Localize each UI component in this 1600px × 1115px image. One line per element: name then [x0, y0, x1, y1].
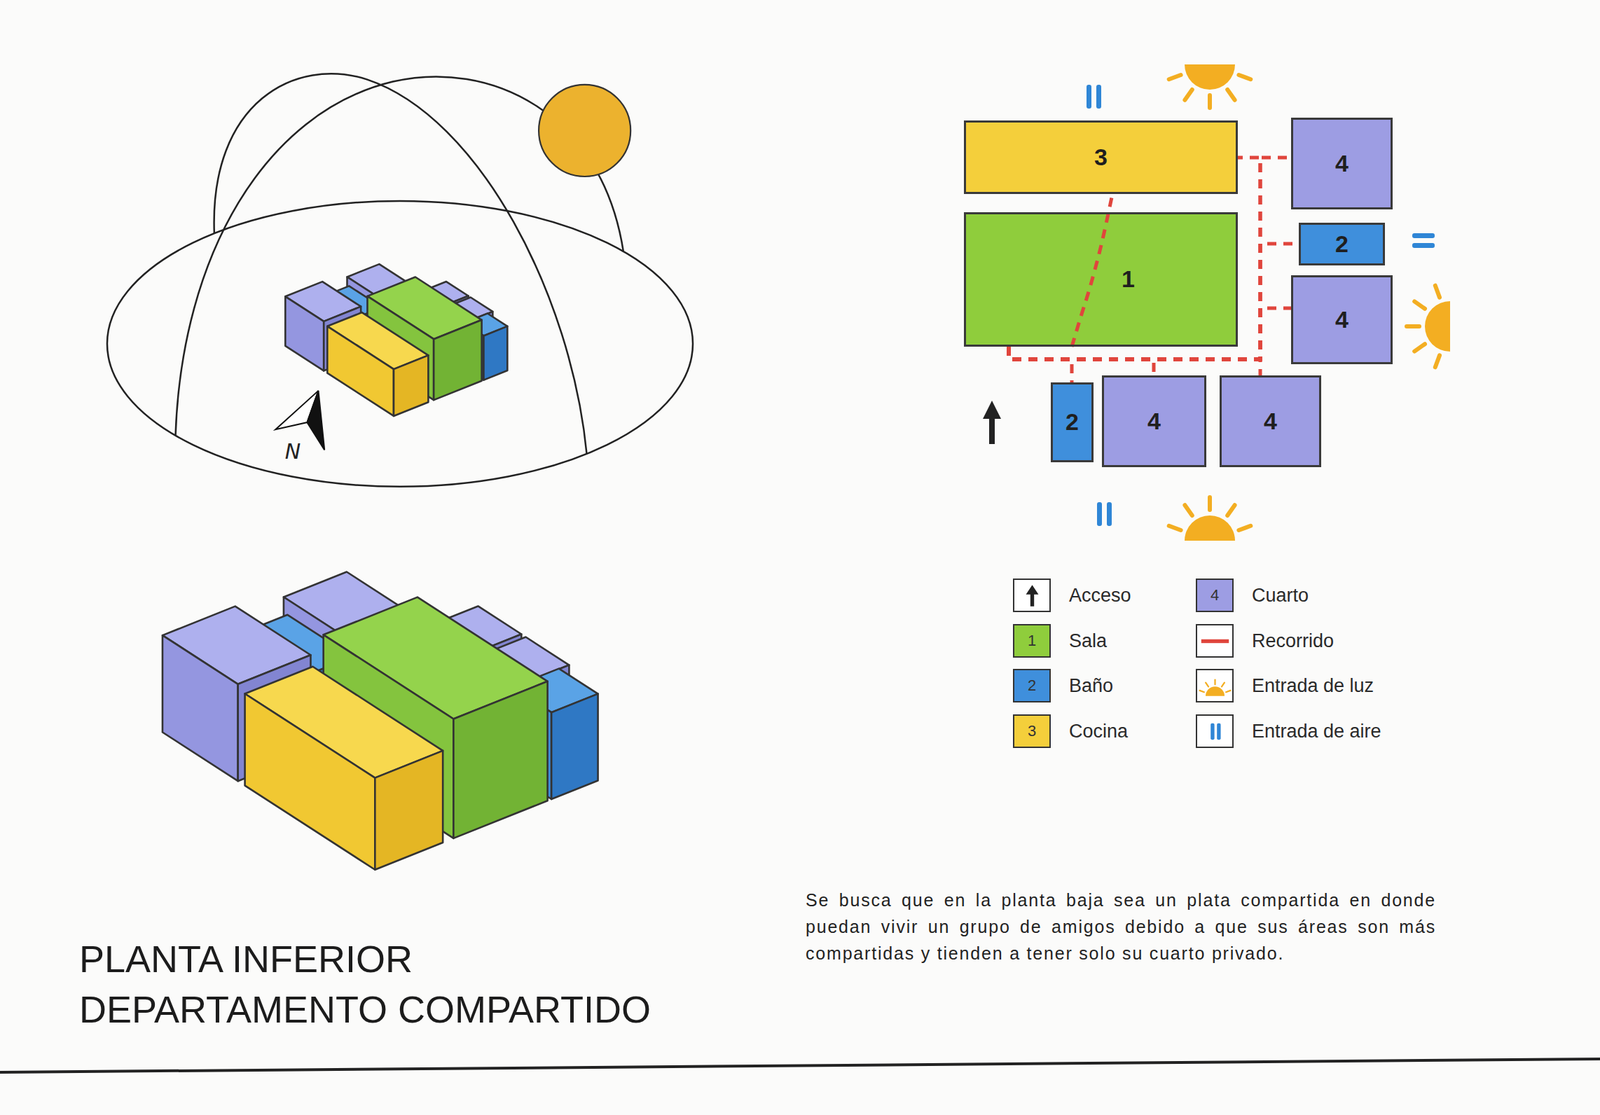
air-sample	[1197, 716, 1233, 747]
line-sample	[1197, 626, 1233, 657]
legend-row: 3 Cocina	[1012, 714, 1128, 749]
route-lines	[1008, 157, 1299, 383]
legend-row: Entrada de luz	[1195, 669, 1374, 703]
route-line	[1071, 194, 1113, 347]
room-fill	[1291, 275, 1393, 365]
legend-text: Sala	[1069, 630, 1107, 653]
air-stroke	[1096, 84, 1102, 109]
legend-row: Entrada de aire	[1195, 714, 1382, 749]
room-number: 4	[1147, 408, 1161, 435]
room-number: 1	[1121, 266, 1135, 293]
legend-text: Entrada de luz	[1251, 675, 1374, 698]
room-box: 4	[1291, 117, 1393, 210]
label-box: N	[285, 439, 301, 464]
swatch-number: 2	[1027, 676, 1037, 695]
air-symbol	[1086, 84, 1102, 109]
legend-swatch: 1	[1012, 624, 1051, 658]
air-stroke	[1106, 502, 1112, 527]
legend-swatch	[1195, 624, 1234, 658]
north-arrow	[306, 390, 325, 450]
room-fill	[1291, 117, 1393, 210]
air-symbol	[1097, 502, 1112, 527]
sun-sample	[1197, 671, 1233, 702]
swatch-number: 3	[1027, 722, 1037, 741]
access-arrow	[982, 400, 1002, 445]
bath-box: 2	[1050, 382, 1094, 463]
sun-path-diagram	[107, 73, 693, 487]
caption-block: Se busca que en la planta baja sea un pl…	[805, 886, 1437, 967]
access-arrow	[1025, 584, 1039, 606]
room-box: 4	[1291, 275, 1393, 365]
kitchen-box: 3	[963, 120, 1238, 195]
room-number: 4	[1263, 408, 1278, 435]
route-line	[1008, 346, 1072, 383]
legend-text: Acceso	[1069, 584, 1132, 607]
legend-row: Acceso	[1012, 578, 1132, 613]
swatch-number: 1	[1027, 631, 1037, 651]
swatch-number: 4	[1210, 586, 1219, 605]
legend-text: Baño	[1069, 675, 1114, 698]
living-box: 1	[963, 212, 1238, 347]
title-block: PLANTA INFERIOR DEPARTAMENTO COMPARTIDO	[79, 933, 710, 1035]
route-line	[1008, 157, 1292, 360]
legend-swatch: 3	[1012, 714, 1051, 749]
legend-text: Recorrido	[1251, 630, 1334, 653]
legend-row: 4 Cuarto	[1195, 578, 1309, 613]
bath-box: 2	[1298, 222, 1385, 266]
legend-swatch	[1012, 578, 1051, 613]
room-fill	[1101, 375, 1207, 468]
legend-swatch: 2	[1012, 669, 1051, 703]
light-symbol	[1199, 679, 1231, 696]
legend-swatch	[1195, 714, 1234, 749]
route-line	[1008, 308, 1292, 360]
room-number: 2	[1335, 231, 1349, 258]
air-stroke	[1412, 233, 1435, 239]
room-fill	[963, 120, 1238, 195]
north-letter: N	[285, 439, 301, 464]
block-model	[162, 571, 599, 870]
air-stroke	[1086, 84, 1092, 109]
room-fill	[1219, 375, 1322, 468]
air-stroke	[1216, 722, 1221, 740]
room-number: 2	[1065, 409, 1079, 436]
legend-text: Entrada de aire	[1251, 720, 1382, 743]
legend-text: Cocina	[1069, 720, 1128, 743]
air-stroke	[1412, 243, 1435, 248]
title: PLANTA INFERIOR DEPARTAMENTO COMPARTIDO	[79, 933, 710, 1035]
room-box: 4	[1219, 375, 1322, 468]
route-line	[1008, 157, 1261, 360]
legend-row: Recorrido	[1195, 624, 1334, 658]
sun-arc	[214, 73, 588, 454]
air-stroke	[1210, 722, 1215, 740]
sun-circle	[538, 84, 631, 177]
room-box: 4	[1101, 375, 1207, 468]
horizon-ellipse	[107, 201, 693, 487]
room-fill	[1050, 382, 1094, 463]
legend-swatch: 4	[1195, 578, 1234, 613]
route-sample	[1200, 638, 1229, 643]
base-rule	[0, 1059, 1600, 1073]
room-fill	[963, 212, 1238, 347]
legend-row: 1 Sala	[1012, 624, 1107, 658]
caption: Se busca que en la planta baja sea un pl…	[805, 886, 1437, 967]
legend-text: Cuarto	[1251, 584, 1309, 607]
room-fill	[1298, 222, 1385, 266]
room-fills	[963, 117, 1393, 468]
air-stroke	[1097, 502, 1102, 527]
air-symbol	[1412, 233, 1435, 248]
light-symbol	[1169, 497, 1252, 541]
room-number: 3	[1094, 144, 1108, 171]
route-line	[1008, 243, 1299, 360]
room-number: 4	[1335, 306, 1349, 333]
light-symbol	[1406, 285, 1451, 368]
arrow-sample	[1015, 580, 1050, 611]
room-number: 4	[1335, 150, 1349, 177]
legend-row: 2 Baño	[1012, 669, 1114, 703]
legend-swatch	[1195, 669, 1234, 703]
light-symbol	[1169, 64, 1252, 108]
